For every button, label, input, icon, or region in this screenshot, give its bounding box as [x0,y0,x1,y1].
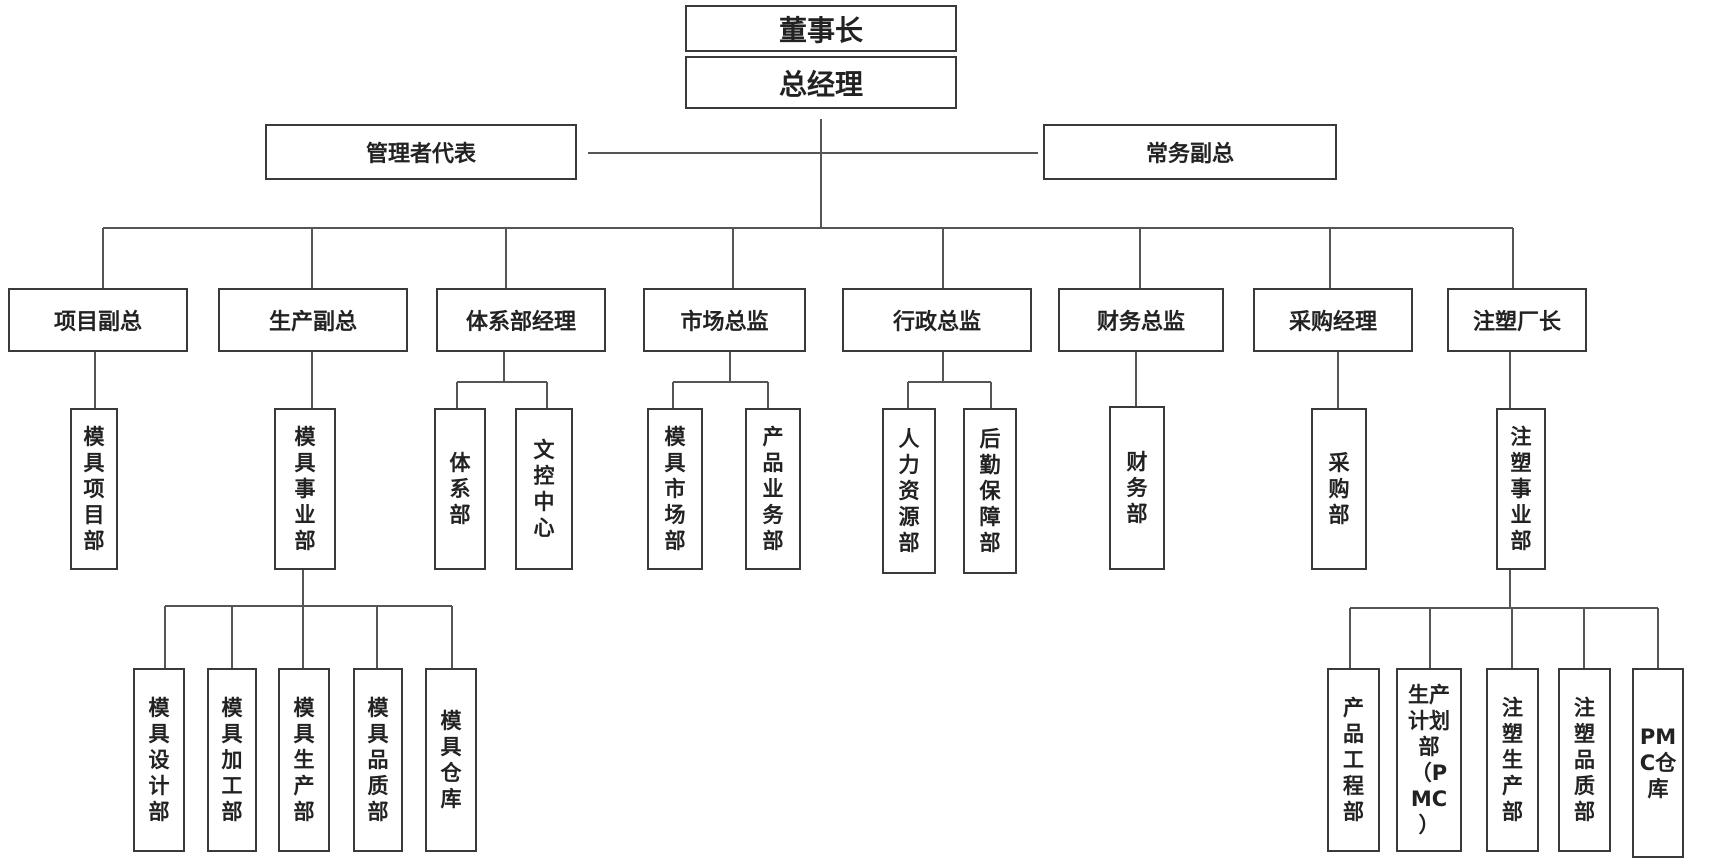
finance-dept-box: 财 务 部 [1109,406,1165,570]
system-dept-box: 体 系 部 [434,408,486,570]
project-vp-box: 项目副总 [8,288,188,352]
mold-warehouse-box: 模 具 仓 库 [425,668,477,852]
production-vp-box: 生产副总 [218,288,408,352]
injection-business-dept-box: 注 塑 事 业 部 [1496,408,1546,570]
mold-processing-dept-box: 模 具 加 工 部 [207,668,257,852]
mold-market-dept-box: 模 具 市 场 部 [647,408,703,570]
finance-director-box: 财务总监 [1058,288,1224,352]
marketing-director-box: 市场总监 [643,288,806,352]
document-control-center-box: 文 控 中 心 [515,408,573,570]
admin-director-box: 行政总监 [842,288,1032,352]
management-representative-box: 管理者代表 [265,124,577,180]
mold-production-dept-box: 模 具 生 产 部 [278,668,330,852]
mold-project-dept-box: 模 具 项 目 部 [70,408,118,570]
purchasing-dept-box: 采 购 部 [1311,408,1367,570]
logistics-dept-box: 后 勤 保 障 部 [963,408,1017,574]
mold-quality-dept-box: 模 具 品 质 部 [353,668,403,852]
production-planning-pmc-box: 生产 计划 部 （P MC ） [1396,668,1462,852]
chairman-box: 董事长 [685,5,957,52]
product-business-dept-box: 产 品 业 务 部 [745,408,801,570]
injection-plant-manager-box: 注塑厂长 [1447,288,1587,352]
product-engineering-dept-box: 产 品 工 程 部 [1327,668,1380,852]
executive-vp-box: 常务副总 [1043,124,1337,180]
purchasing-manager-box: 采购经理 [1253,288,1413,352]
hr-dept-box: 人 力 资 源 部 [882,408,936,574]
general-manager-box: 总经理 [685,56,957,109]
system-manager-box: 体系部经理 [436,288,606,352]
injection-quality-dept-box: 注 塑 品 质 部 [1558,668,1611,852]
injection-production-dept-box: 注 塑 生 产 部 [1486,668,1539,852]
pmc-warehouse-box: PM C仓 库 [1632,668,1684,858]
mold-design-dept-box: 模 具 设 计 部 [133,668,185,852]
mold-business-dept-box: 模 具 事 业 部 [274,408,336,570]
